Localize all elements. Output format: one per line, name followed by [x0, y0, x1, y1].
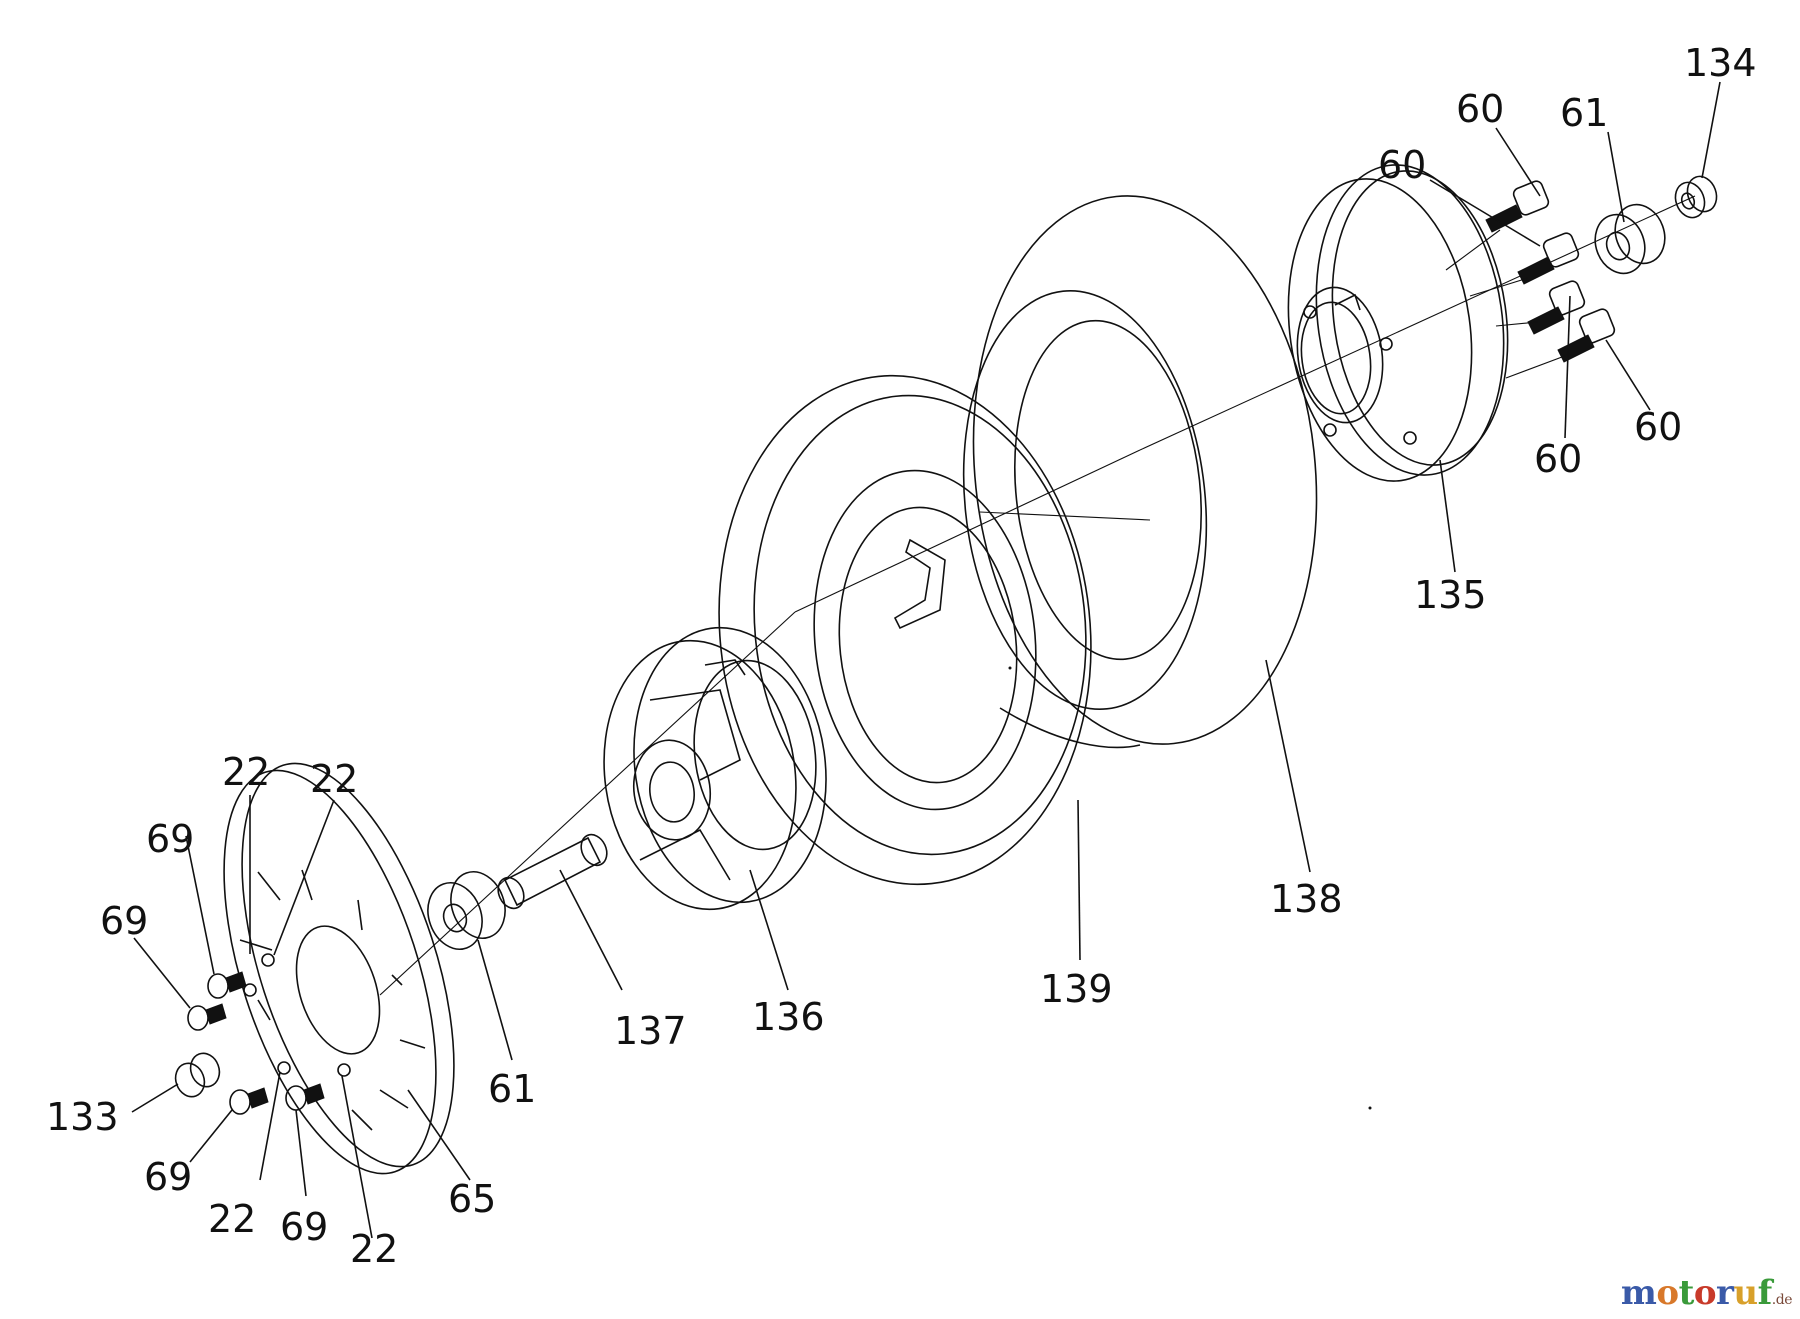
callout-65: 65 — [448, 1177, 496, 1221]
washers-22 — [243, 953, 351, 1077]
callout-135: 135 — [1414, 573, 1487, 617]
bushing-134 — [1674, 175, 1718, 219]
watermark-suffix: .de — [1771, 1292, 1793, 1308]
tyre-138 — [962, 195, 1318, 749]
hub-half-135 — [1287, 164, 1509, 482]
callout-137: 137 — [614, 1009, 687, 1053]
bearing-61-lower — [427, 871, 506, 950]
watermark-letter: u — [1733, 1273, 1758, 1313]
callout-69: 69 — [100, 899, 148, 943]
callout-22: 22 — [350, 1227, 398, 1271]
watermark-letter: r — [1716, 1273, 1734, 1313]
callout-138: 138 — [1270, 877, 1343, 921]
hub-half-136 — [603, 626, 827, 911]
screw-guide-lines — [1445, 229, 1571, 379]
watermark-logo: motoruf.de — [1621, 1273, 1793, 1313]
cap-screw-60-a — [1485, 180, 1550, 233]
screw-69-c — [229, 1087, 269, 1115]
callout-61: 61 — [488, 1067, 536, 1111]
callout-60: 60 — [1534, 437, 1582, 481]
screw-69-d — [285, 1083, 325, 1111]
speck — [1368, 1106, 1372, 1110]
spacer-tube-137 — [497, 833, 608, 910]
bearing-61-upper — [1594, 203, 1666, 275]
callout-60: 60 — [1634, 405, 1682, 449]
callout-133: 133 — [46, 1095, 119, 1139]
callout-69: 69 — [146, 817, 194, 861]
callout-136: 136 — [752, 995, 825, 1039]
screw-69-a — [207, 971, 247, 999]
brake-disc-65 — [223, 762, 455, 1175]
inner-tube-139 — [718, 374, 1092, 886]
callout-labels: 134 60 61 60 60 60 135 138 139 136 137 6… — [46, 41, 1757, 1271]
screw-69-b — [187, 1003, 227, 1031]
callout-139: 139 — [1040, 967, 1113, 1011]
assembly-axis — [379, 195, 1696, 996]
callout-60: 60 — [1378, 143, 1426, 187]
watermark-letter: o — [1656, 1273, 1679, 1313]
callout-61: 61 — [1560, 91, 1608, 135]
speck — [1008, 666, 1012, 670]
callout-22: 22 — [222, 750, 270, 794]
callout-22: 22 — [208, 1197, 256, 1241]
bushing-133 — [174, 1052, 221, 1098]
callout-69: 69 — [144, 1155, 192, 1199]
callout-60: 60 — [1456, 87, 1504, 131]
callout-134: 134 — [1684, 41, 1757, 85]
cap-screw-60-d — [1557, 308, 1616, 363]
watermark-letter: m — [1620, 1273, 1657, 1313]
callout-22: 22 — [310, 757, 358, 801]
cap-screw-60-c — [1527, 280, 1586, 335]
leader-lines — [131, 81, 1721, 1239]
watermark-letter: t — [1678, 1273, 1695, 1313]
callout-69: 69 — [280, 1205, 328, 1249]
watermark-letter: o — [1693, 1273, 1717, 1313]
watermark-letters: motoruf — [1621, 1273, 1772, 1313]
watermark-letter: f — [1757, 1273, 1773, 1313]
